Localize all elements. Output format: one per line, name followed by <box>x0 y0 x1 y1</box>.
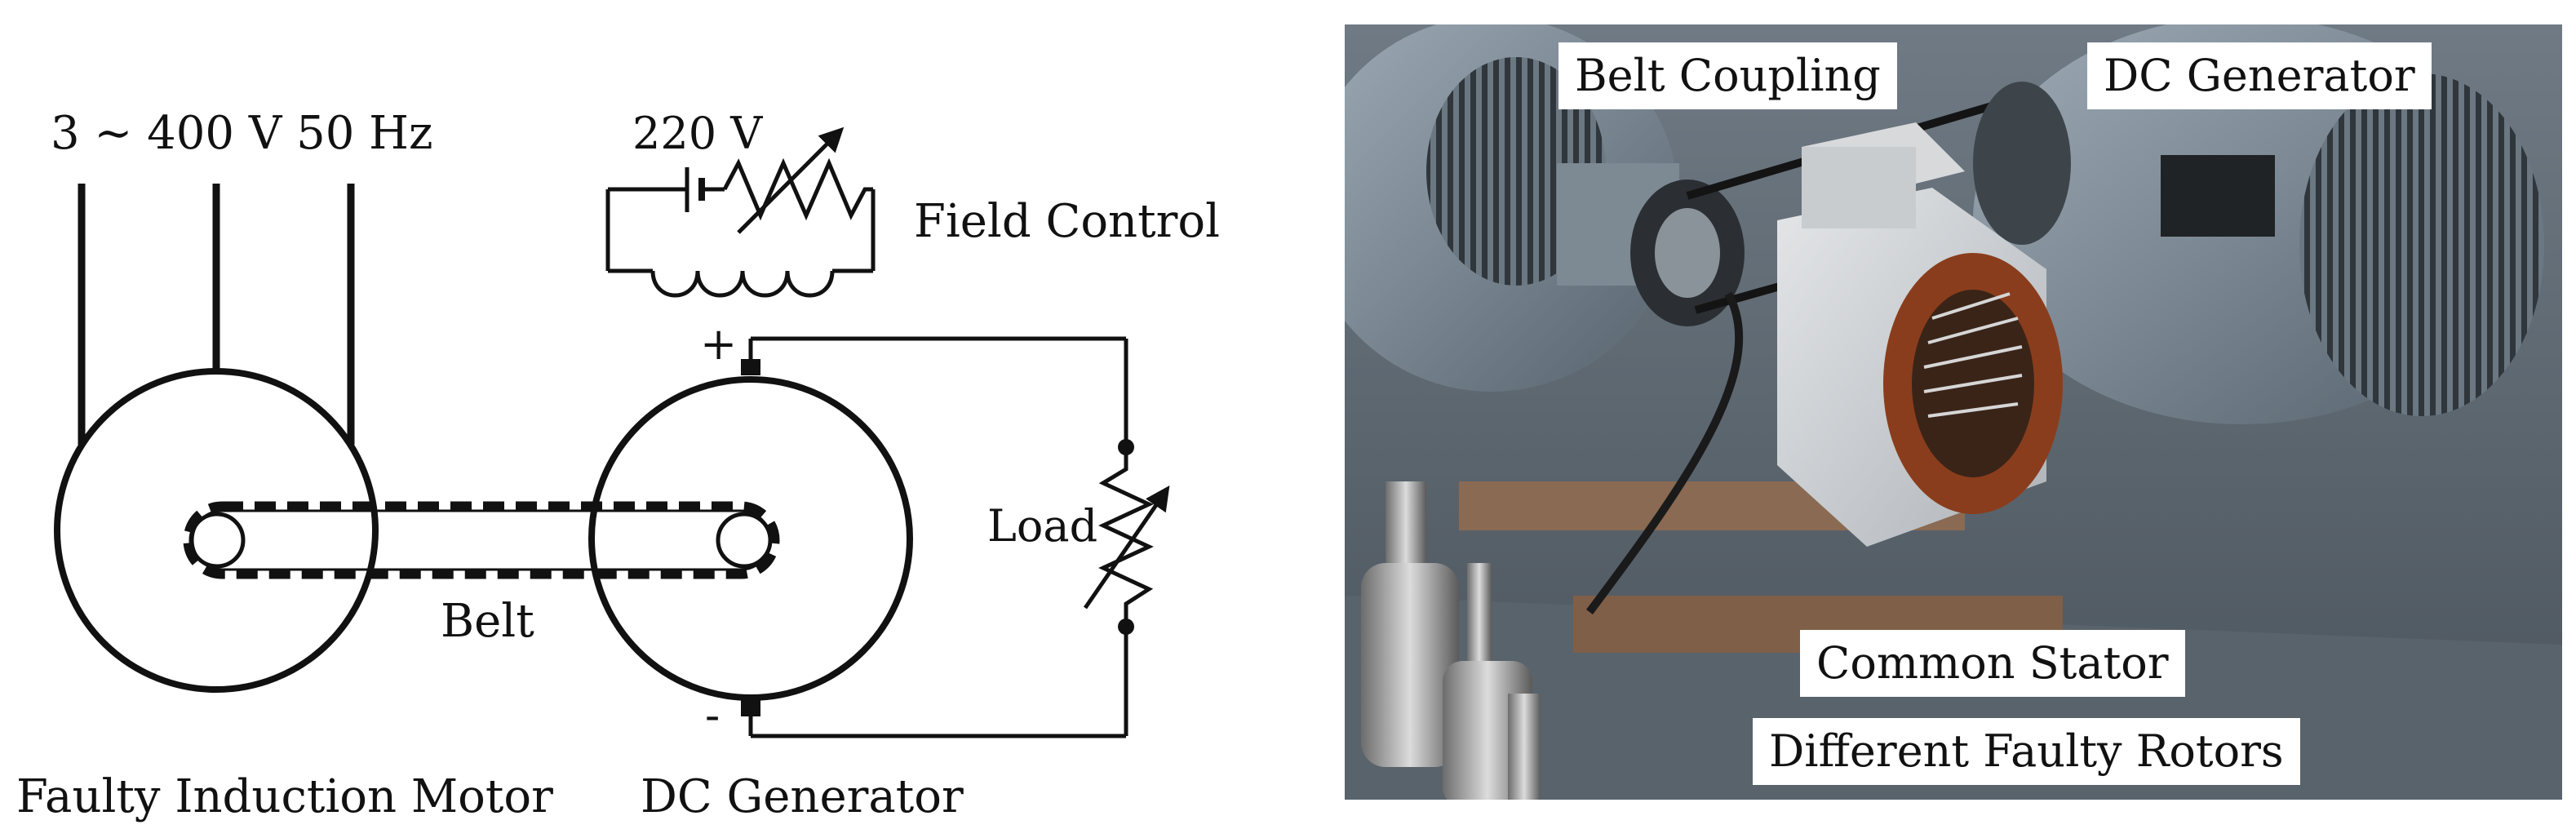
field-control-label: Field Control <box>914 195 1220 248</box>
plus-label: + <box>700 318 737 370</box>
dc-generator-symbol <box>588 376 913 701</box>
test-bench-photo: Belt Coupling DC Generator Common Stator… <box>1345 24 2562 800</box>
three-phase-supply-lines <box>78 184 355 445</box>
motor-label: Faulty Induction Motor <box>16 770 553 823</box>
load-circuit <box>751 336 1170 738</box>
dc-generator-photo-label: DC Generator <box>2087 42 2432 109</box>
load-label: Load <box>987 500 1097 552</box>
minus-label: - <box>705 689 720 741</box>
generator-label: DC Generator <box>641 770 964 823</box>
field-voltage-label: 220 V <box>632 108 763 159</box>
common-stator-label: Common Stator <box>1800 630 2185 697</box>
supply-label: 3 ∼ 400 V 50 Hz <box>51 107 432 160</box>
terminal-dots <box>741 359 1134 716</box>
belt-symbol <box>183 501 780 579</box>
belt-coupling-label: Belt Coupling <box>1558 42 1897 109</box>
test-bench-schematic: 3 ∼ 400 V 50 Hz Belt 220 V Field Control <box>16 107 1220 823</box>
different-faulty-rotors-label: Different Faulty Rotors <box>1753 718 2300 785</box>
field-control-circuit <box>605 126 876 298</box>
induction-motor-symbol <box>54 368 379 693</box>
belt-label: Belt <box>441 595 534 648</box>
